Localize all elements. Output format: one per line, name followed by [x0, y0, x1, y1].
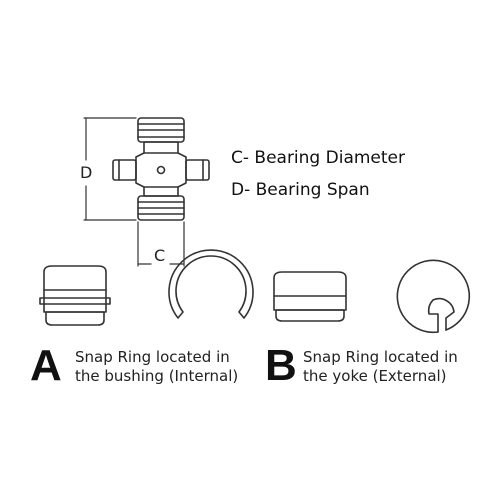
option-a-letter: A — [30, 341, 62, 390]
dimension-c-lines — [137, 221, 185, 267]
legend-bearing-span: D- Bearing Span — [231, 180, 370, 200]
option-a-caption-line2: the bushing (Internal) — [75, 367, 239, 385]
option-b-caption-line2: the yoke (External) — [303, 367, 447, 385]
bushing-cup-a — [39, 265, 111, 326]
option-b-letter: B — [265, 341, 297, 390]
bearing-cup-b — [273, 271, 347, 322]
option-a-caption-line1: Snap Ring located in — [75, 348, 230, 366]
dimension-d-lines — [83, 117, 137, 221]
dimension-c-label: C — [154, 246, 166, 265]
legend-bearing-diameter: C- Bearing Diameter — [231, 148, 405, 168]
snap-ring-external — [396, 259, 471, 334]
universal-joint-cross — [112, 117, 210, 221]
dimension-d-label: D — [80, 163, 93, 182]
option-b-caption-line1: Snap Ring located in — [303, 348, 458, 366]
snap-ring-internal — [168, 249, 254, 319]
